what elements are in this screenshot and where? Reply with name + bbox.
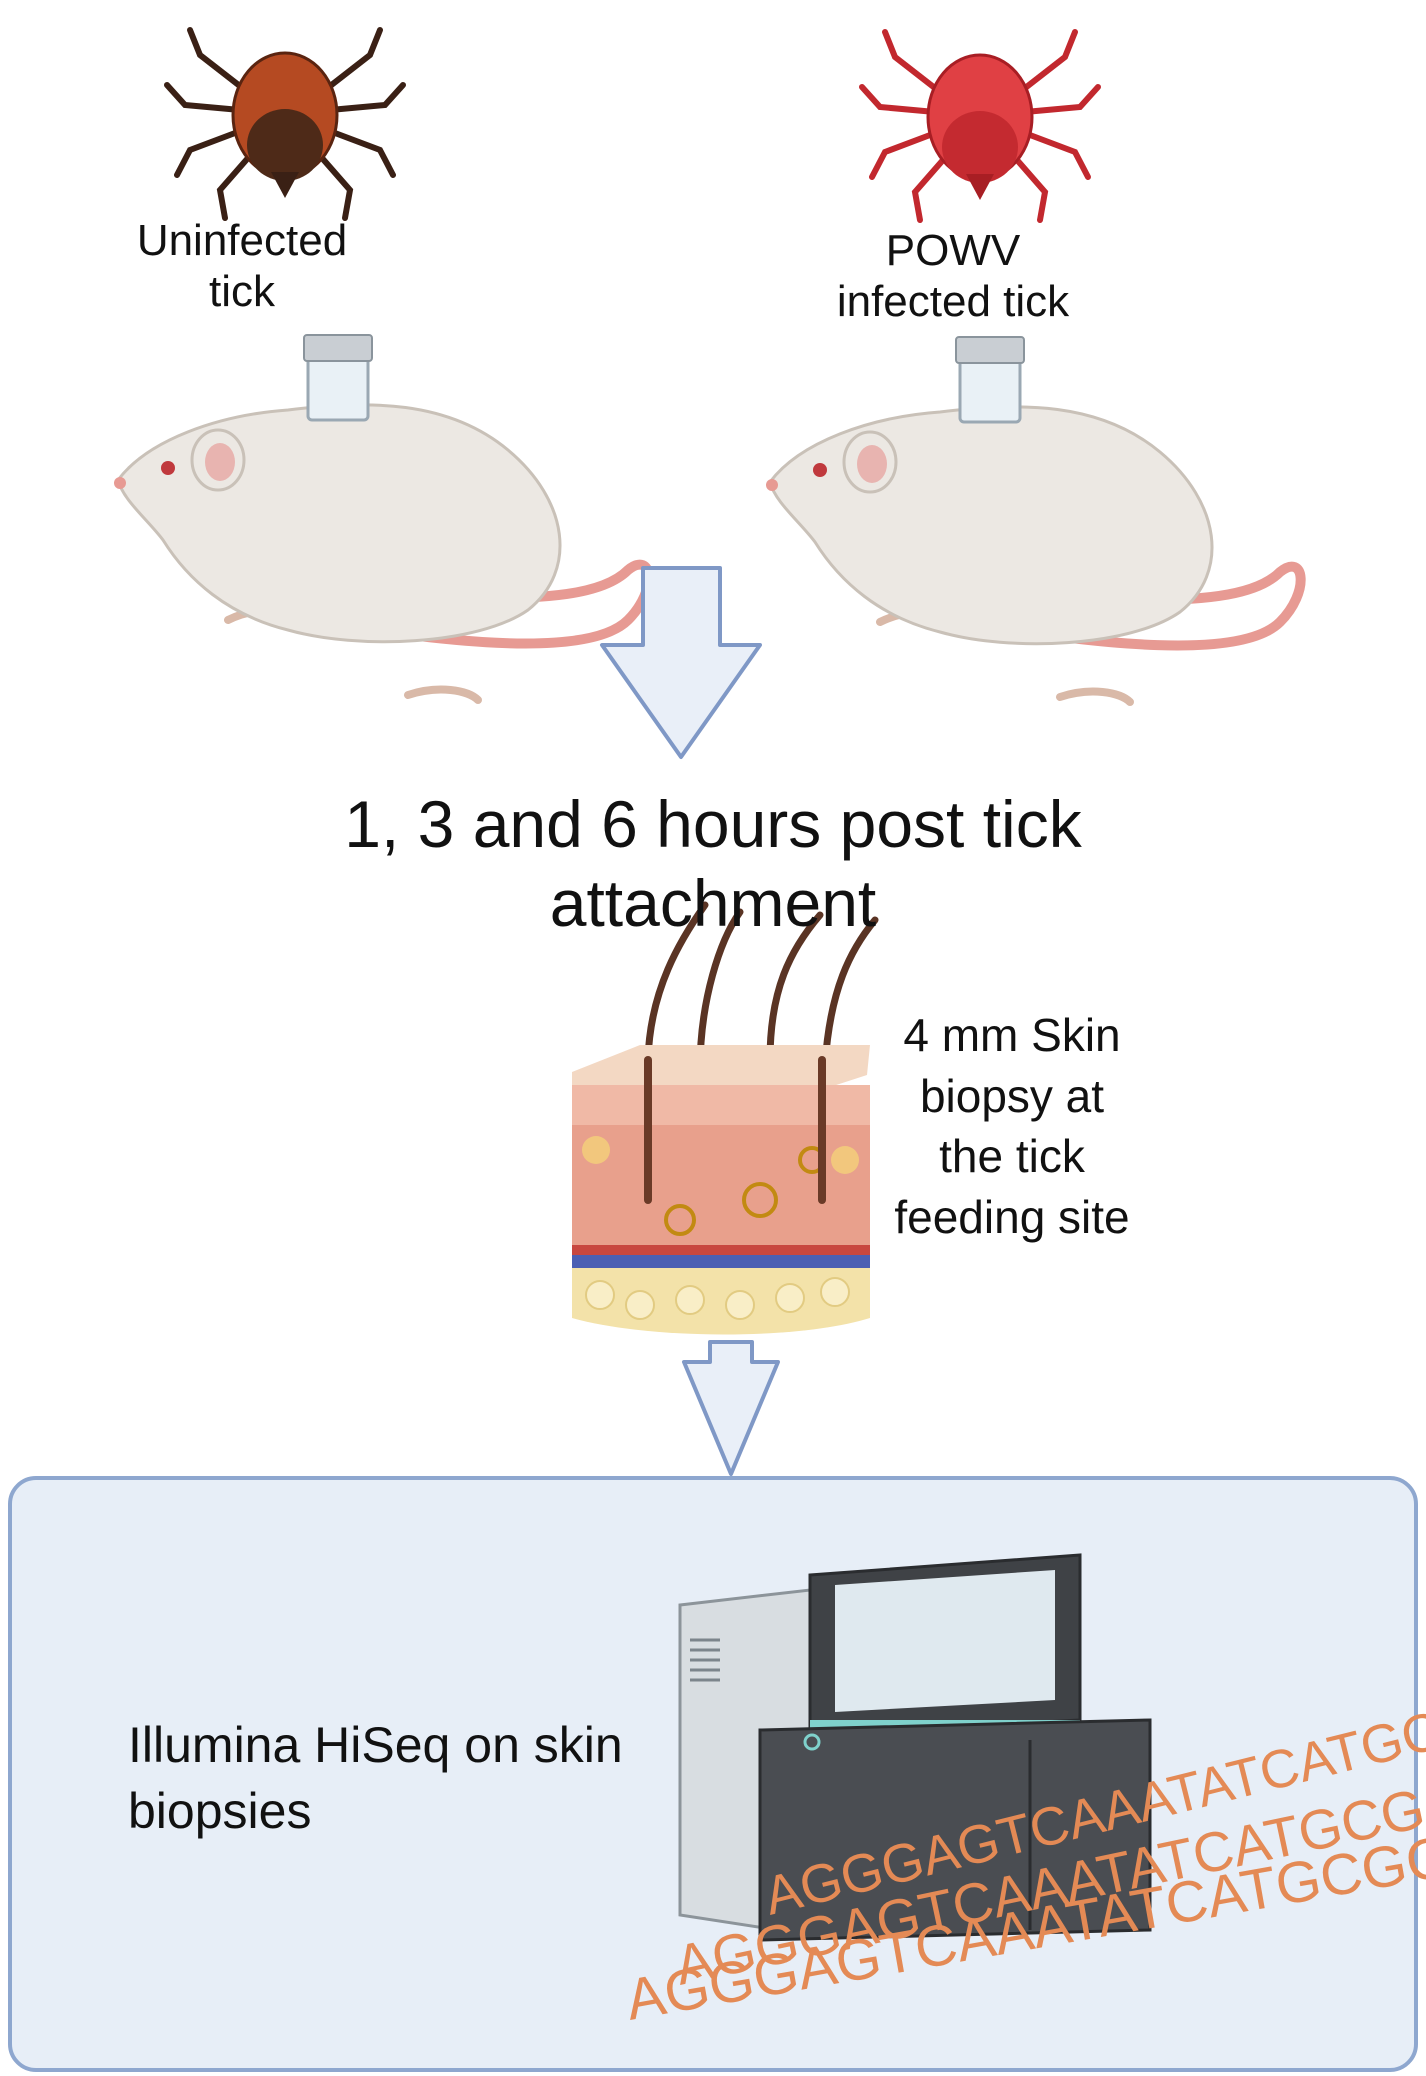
mouse-icon-left: [114, 335, 649, 700]
down-arrow-icon-1: [600, 566, 762, 759]
uninfected-tick-label: Uninfected tick: [136, 216, 348, 316]
biopsy-label: 4 mm Skin biopsy at the tick feeding sit…: [894, 1009, 1130, 1244]
skin-biopsy-icon: [572, 901, 879, 1335]
infected-tick-label: POWV infected tick: [836, 226, 1070, 326]
mouse-icon-right: [766, 337, 1301, 702]
down-arrow-icon-2: [682, 1340, 780, 1476]
sequencing-label: Illumina HiSeq on skin biopsies: [128, 1717, 623, 1839]
infected-tick-icon: [859, 29, 1101, 223]
timepoints-label: 1, 3 and 6 hours post tick attachment: [344, 787, 1082, 941]
sequencer-icon: [678, 1553, 1152, 1942]
uninfected-tick-icon: [164, 27, 406, 221]
